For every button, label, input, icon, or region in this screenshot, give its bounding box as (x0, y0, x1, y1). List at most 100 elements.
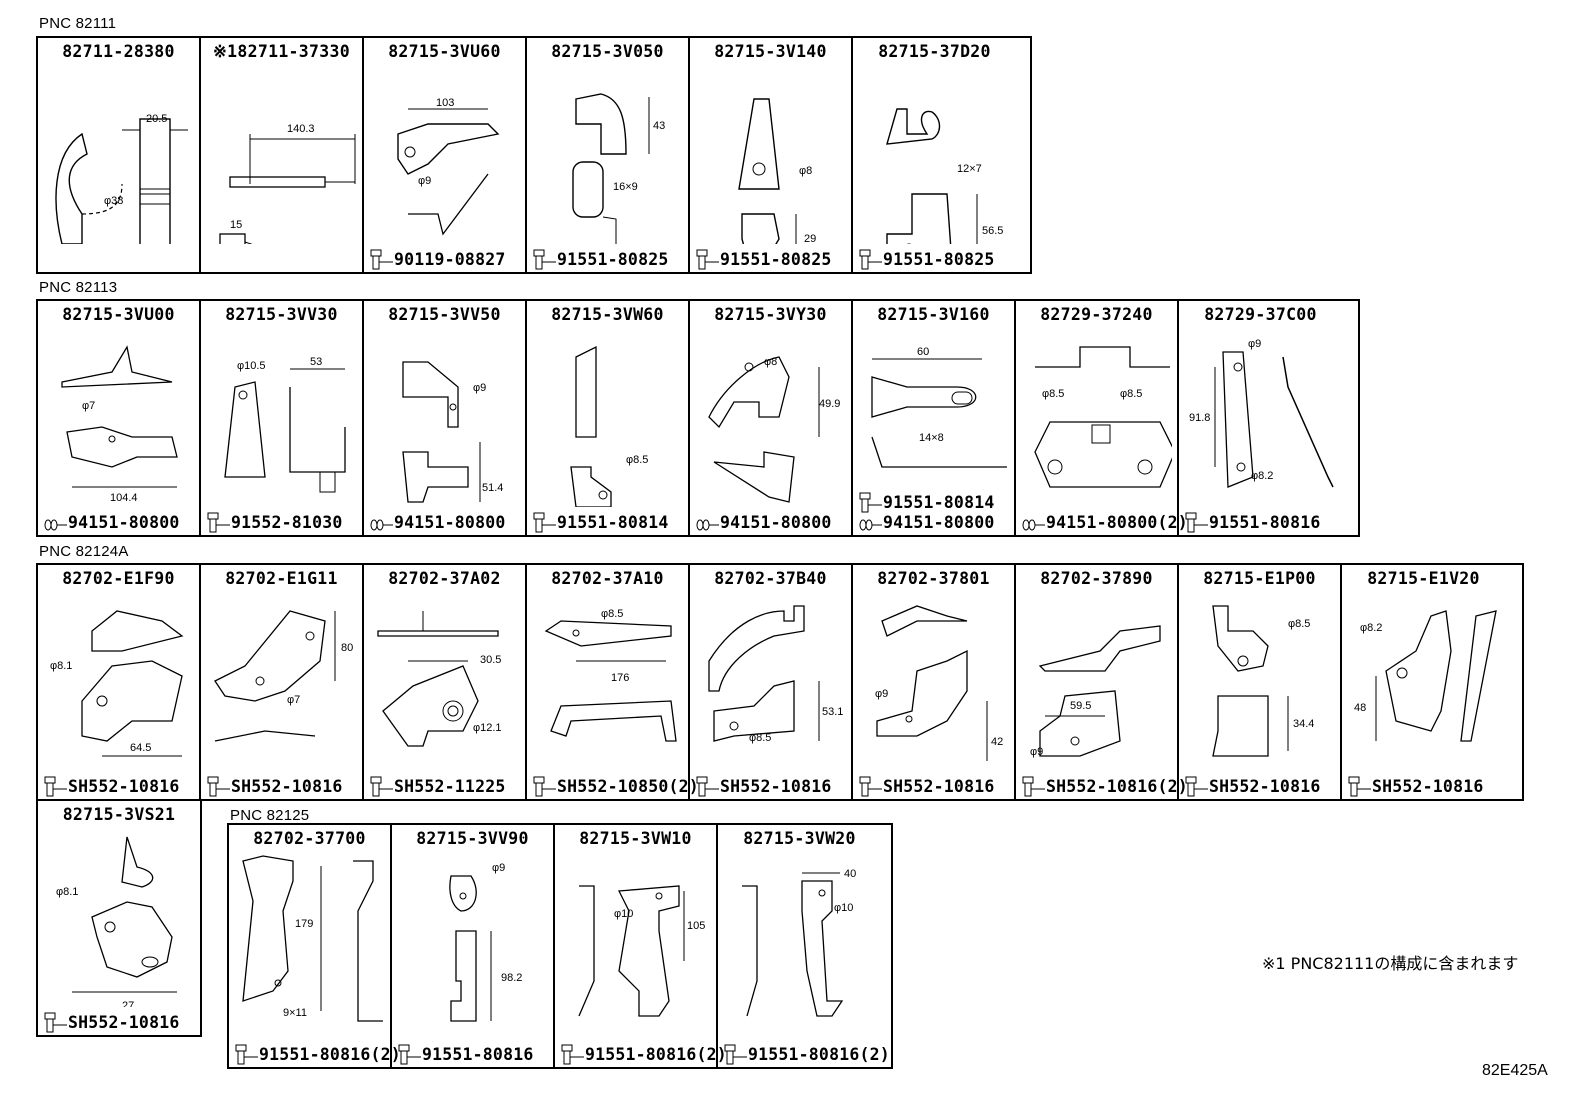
svg-text:56.5: 56.5 (982, 225, 1003, 237)
part-cell[interactable]: 82715-3VV30 φ10.5 53 91552-81030 (201, 301, 364, 535)
part-drawing: φ8.5 19 (570, 345, 648, 507)
bolt-icon (859, 776, 882, 797)
part-cell[interactable]: 82715-3VU00 φ7 104.4 94151-80800 (38, 301, 201, 535)
svg-text:15: 15 (230, 219, 242, 231)
bolt-number: 91551-80816 (422, 1044, 534, 1064)
bolt-label: 91551-80816 (397, 1043, 533, 1065)
clip-icon (370, 519, 393, 531)
bolt-label: SH552-10816 (43, 1011, 179, 1033)
part-cell[interactable]: 82715-3VV90 φ9 98.2 91551-80816 (392, 825, 555, 1067)
part-drawing: φ8.5 φ8.5 (1034, 346, 1172, 488)
svg-text:179: 179 (295, 918, 313, 930)
bolt-icon (561, 1044, 584, 1065)
svg-text:φ10: φ10 (614, 908, 633, 920)
bolt-icon (1185, 512, 1208, 533)
part-number: 82702-37B40 (714, 569, 827, 588)
bolt-label: SH552-10816 (1184, 775, 1320, 797)
part-cell[interactable]: 82715-3V050 43 16×9 91551-80825 (527, 38, 690, 272)
bolt-icon (44, 1012, 67, 1033)
svg-text:53: 53 (310, 356, 322, 368)
part-cell[interactable]: 82715-3VS21 φ8.1 27 SH552-10816 (38, 801, 200, 1035)
part-cell[interactable]: 82702-37B40 53.1 φ8.5 SH552-10816 (690, 565, 853, 799)
part-drawing: φ8.5 34.4 (1212, 605, 1314, 757)
svg-text:φ8.5: φ8.5 (1288, 618, 1310, 630)
part-cell[interactable]: 82702-E1G11 80 φ7 SH552-10816 (201, 565, 364, 799)
section-label-82113: PNC 82113 (39, 279, 118, 296)
part-drawing: 43 16×9 (572, 93, 665, 244)
bolt-icon (1348, 776, 1371, 797)
part-drawing: 53.1 φ8.5 (708, 605, 843, 744)
part-drawing: φ9 51.4 (402, 361, 503, 503)
svg-text:φ9: φ9 (473, 382, 486, 394)
svg-text:φ8.2: φ8.2 (1251, 470, 1273, 482)
clip-icon (696, 519, 719, 531)
part-cell[interactable]: 82715-E1V20 φ8.2 48 SH552-10816 (1342, 565, 1505, 799)
bolt-icon (370, 249, 393, 270)
svg-text:60: 60 (917, 346, 929, 358)
part-number: 82715-E1V20 (1367, 569, 1480, 588)
part-cell[interactable]: 82715-37D20 12×7 56.5 91551-80825 (853, 38, 1016, 272)
bolt-label: 91551-80814 (858, 491, 994, 513)
bolt-number: 90119-08827 (394, 249, 506, 269)
part-drawing: φ9 42 (875, 605, 1003, 761)
bolt-label: 94151-80800(2) (1021, 511, 1188, 533)
bolt-number: SH552-10850(2) (557, 776, 699, 796)
svg-text:φ10.5: φ10.5 (237, 360, 266, 372)
bolt-number: SH552-10816 (68, 1012, 180, 1032)
part-cell[interactable]: 82702-37700 179 9×11 91551-80816(2) (229, 825, 401, 1067)
part-drawing: 40 φ10 (742, 868, 856, 1017)
part-cell[interactable]: 82702-37801 φ9 42 SH552-10816 (853, 565, 1016, 799)
bolt-number: SH552-10816(2) (1046, 776, 1188, 796)
svg-text:φ7: φ7 (82, 400, 95, 412)
part-number: 82715-3VW20 (743, 829, 856, 848)
part-cell[interactable]: 82715-E1P00 φ8.5 34.4 SH552-10816 (1179, 565, 1342, 799)
part-drawing: φ8.1 64.5 (50, 610, 184, 757)
part-drawing: φ9 91.8 φ8.2 (1189, 338, 1334, 488)
part-cell[interactable]: 82715-3VW10 φ10 105 91551-80816(2) (555, 825, 727, 1067)
bolt-label: 94151-80800 (695, 511, 831, 533)
svg-text:φ38: φ38 (104, 195, 123, 207)
section-label-82111: PNC 82111 (39, 15, 117, 32)
part-cell[interactable]: ※182711-37330 140.3 15 (201, 38, 364, 272)
bolt-label: 91551-80825 (858, 248, 994, 270)
part-cell[interactable]: 82715-3VW20 40 φ10 91551-80816(2) (718, 825, 890, 1067)
part-row: 82715-3VU00 φ7 104.4 94151-80800 82715-3… (36, 299, 1360, 537)
part-drawing: 20.5 φ38 (55, 113, 188, 244)
svg-text:φ8: φ8 (799, 165, 812, 177)
svg-text:105: 105 (687, 920, 705, 932)
part-cell[interactable]: 82702-37A02 30.5 φ12.1 SH552-11225 (364, 565, 527, 799)
bolt-label: SH552-10816 (43, 775, 179, 797)
bolt-icon (1185, 776, 1208, 797)
part-cell[interactable]: 82702-E1F90 φ8.1 64.5 SH552-10816 (38, 565, 201, 799)
bolt-icon (696, 776, 719, 797)
part-cell[interactable]: 82702-37A10 φ8.5 176 SH552-10850(2) (527, 565, 699, 799)
svg-text:φ9: φ9 (418, 175, 431, 187)
part-number: 82715-3VW60 (551, 305, 664, 324)
svg-text:14×8: 14×8 (919, 432, 944, 444)
bolt-label: SH552-10816 (858, 775, 994, 797)
bolt-label: 91552-81030 (206, 511, 342, 533)
part-cell[interactable]: 82715-3VU60 103 φ9 90119-08827 (364, 38, 527, 272)
bolt-number: 94151-80800 (394, 512, 506, 532)
bolt-label: SH552-10816(2) (1021, 775, 1188, 797)
svg-text:51.4: 51.4 (482, 482, 503, 494)
part-cell[interactable]: 82715-3V160 60 14×8 91551-80814 94151-80… (853, 301, 1016, 535)
part-cell[interactable]: 82711-28380 20.5 φ38 (38, 38, 201, 272)
part-drawing: φ9 98.2 (449, 862, 522, 1022)
svg-text:φ8.5: φ8.5 (601, 608, 623, 620)
svg-text:98.2: 98.2 (501, 972, 522, 984)
part-cell[interactable]: 82715-3VY30 φ8 49.9 94151-80800 (690, 301, 853, 535)
bolt-number: 91551-80816(2) (259, 1044, 401, 1064)
part-number: 82715-E1P00 (1203, 569, 1316, 588)
part-cell[interactable]: 82729-37C00 φ9 91.8 φ8.2 91551-80816 (1179, 301, 1342, 535)
bolt-number: 91551-80825 (557, 249, 669, 269)
part-drawing: 140.3 15 (219, 123, 356, 244)
clip-icon (859, 519, 882, 531)
bolt-number: 94151-80800 (720, 512, 832, 532)
part-cell[interactable]: 82729-37240 φ8.5 φ8.5 94151-80800(2) (1016, 301, 1188, 535)
part-cell[interactable]: 82715-3V140 φ8 29 91551-80825 (690, 38, 853, 272)
part-cell[interactable]: 82715-3VV50 φ9 51.4 94151-80800 (364, 301, 527, 535)
part-row: 82702-37700 179 9×11 91551-80816(2) 8271… (227, 823, 893, 1069)
part-cell[interactable]: 82715-3VW60 φ8.5 19 91551-80814 (527, 301, 690, 535)
part-cell[interactable]: 82702-37890 59.5 φ9 SH552-10816(2) (1016, 565, 1188, 799)
